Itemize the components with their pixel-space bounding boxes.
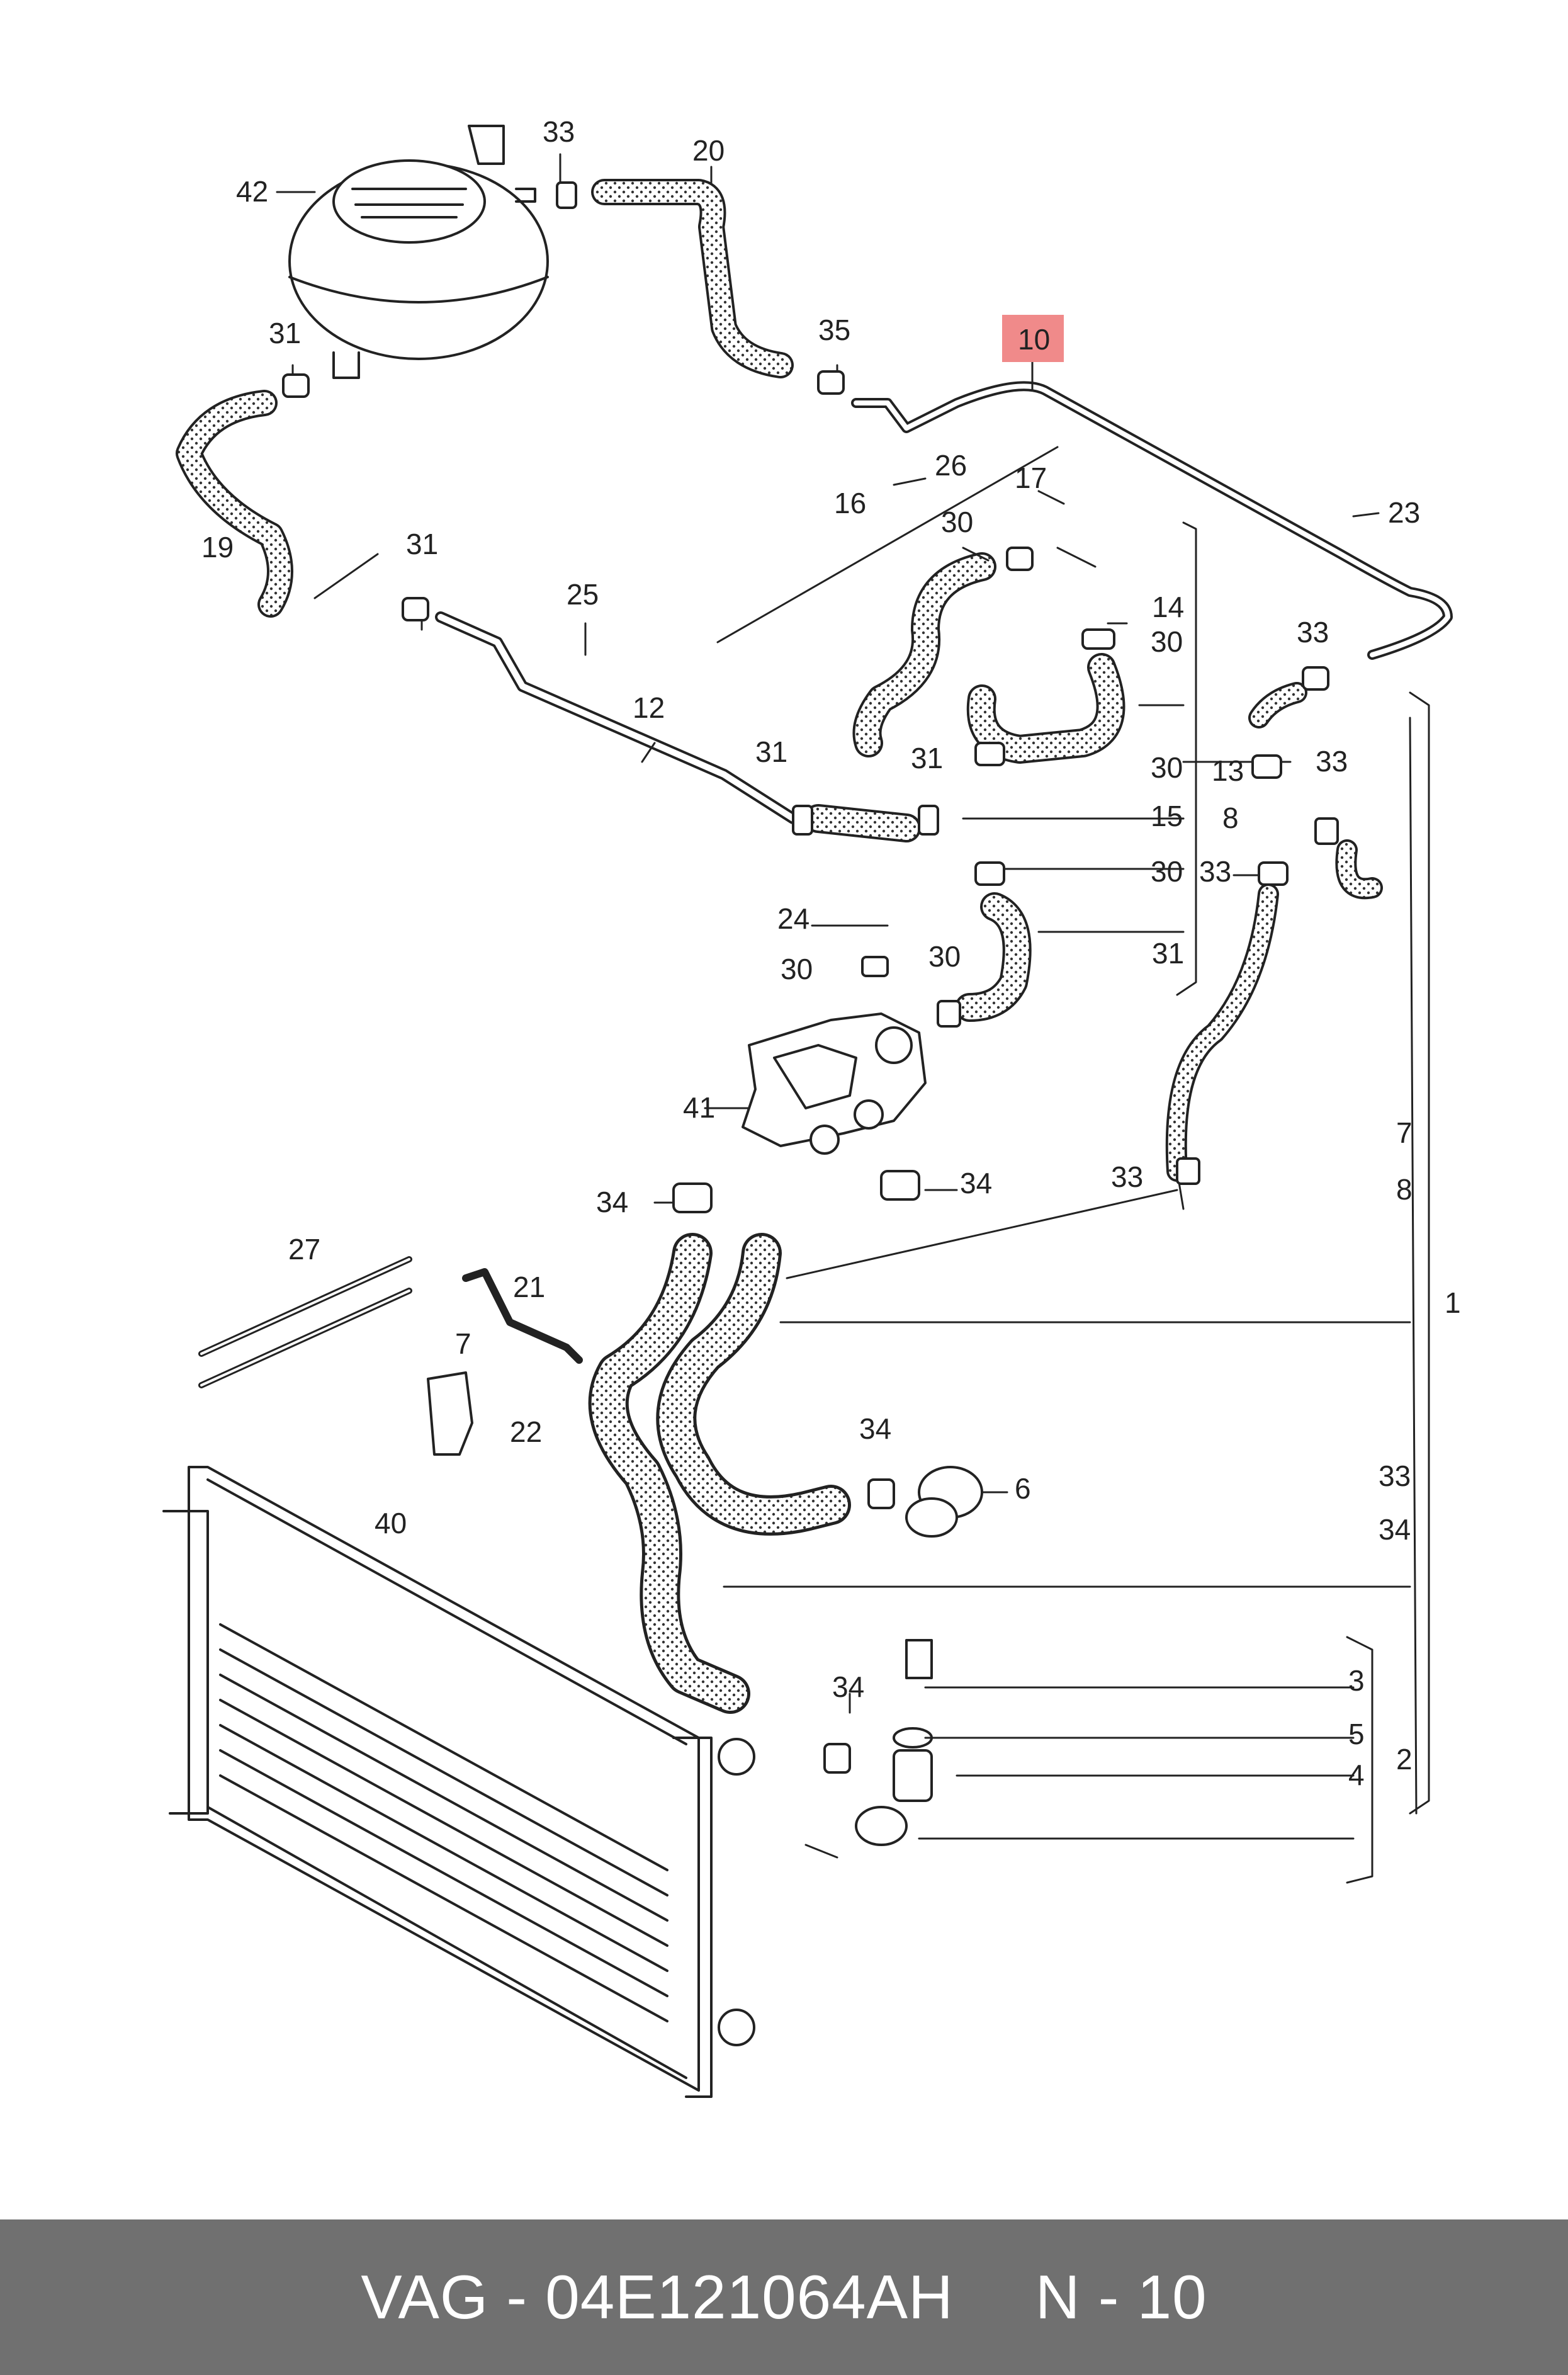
callout-30: 30 [1151, 625, 1183, 658]
callout-23: 23 [1388, 496, 1420, 529]
radiator [162, 1466, 755, 2098]
callout-33: 33 [1316, 745, 1348, 778]
expansion-tank [288, 125, 549, 379]
coolant-system-diagram: 42 33 20 31 35 10 26 17 23 16 30 19 31 2… [162, 115, 1461, 2098]
callout-10: 10 [1018, 323, 1050, 356]
callout-33: 33 [543, 115, 575, 148]
callout-12: 12 [633, 691, 665, 724]
callout-34: 34 [960, 1167, 992, 1199]
callout-25: 25 [567, 578, 599, 611]
callout-8: 8 [1222, 802, 1239, 834]
fitting-2 [855, 1639, 933, 1846]
callout-24: 24 [777, 902, 809, 935]
callout-19: 19 [201, 531, 234, 564]
callout-34: 34 [1379, 1513, 1411, 1546]
footer-reference: N - 10 [1035, 2262, 1207, 2332]
callout-14: 14 [1152, 591, 1184, 623]
footer-brand: VAG - [361, 2262, 527, 2332]
callout-4: 4 [1348, 1759, 1365, 1791]
callout-2: 2 [1396, 1743, 1413, 1776]
hose-20 [591, 179, 794, 378]
callout-31: 31 [911, 742, 943, 774]
callout-33: 33 [1379, 1460, 1411, 1492]
callout-30: 30 [781, 953, 813, 985]
callout-33: 33 [1297, 616, 1329, 649]
callout-31: 31 [755, 735, 787, 768]
callout-34: 34 [596, 1186, 628, 1218]
callout-3: 3 [1348, 1664, 1365, 1697]
callout-33: 33 [1111, 1160, 1143, 1193]
callout-42: 42 [236, 175, 268, 208]
callout-21: 21 [513, 1271, 545, 1303]
callout-30: 30 [941, 506, 973, 538]
callout-17: 17 [1015, 462, 1047, 494]
callout-16: 16 [834, 487, 866, 519]
callout-6: 6 [1015, 1472, 1031, 1505]
callout-5: 5 [1348, 1718, 1365, 1750]
callout-20: 20 [692, 134, 725, 167]
callout-31: 31 [1152, 937, 1184, 970]
callout-34: 34 [859, 1412, 891, 1445]
footer-part-number: 04E121064AH [545, 2262, 954, 2332]
callout-40: 40 [375, 1507, 407, 1539]
callout-31: 31 [269, 317, 301, 349]
callout-30: 30 [1151, 855, 1183, 888]
cable-ties-27 [198, 1256, 412, 1388]
callout-30: 30 [928, 940, 961, 973]
clip-7 [427, 1371, 473, 1456]
callout-30: 30 [1151, 751, 1183, 784]
callout-7: 7 [1396, 1116, 1413, 1149]
thermostat-housing [742, 1012, 927, 1155]
callout-26: 26 [935, 449, 967, 482]
part-number-footer: VAG - 04E121064AH N - 10 [0, 2219, 1568, 2375]
callout-34: 34 [832, 1670, 864, 1703]
leader-lines [276, 153, 1430, 1884]
callout-35: 35 [818, 314, 850, 346]
callout-7: 7 [455, 1327, 471, 1360]
bracket-21 [462, 1268, 583, 1364]
callout-31: 31 [406, 528, 438, 560]
callout-27: 27 [288, 1233, 320, 1266]
highlight-box-10 [1002, 315, 1064, 362]
hose-clamps [282, 181, 1339, 1774]
callout-8: 8 [1396, 1173, 1413, 1206]
callout-1: 1 [1445, 1286, 1461, 1319]
callout-41: 41 [683, 1091, 715, 1124]
callout-13: 13 [1212, 754, 1244, 787]
callout-33: 33 [1199, 855, 1231, 888]
callout-labels: 42 33 20 31 35 10 26 17 23 16 30 19 31 2… [201, 115, 1461, 1791]
connector-6 [905, 1466, 983, 1538]
callout-22: 22 [510, 1415, 542, 1448]
callout-15: 15 [1151, 800, 1183, 832]
